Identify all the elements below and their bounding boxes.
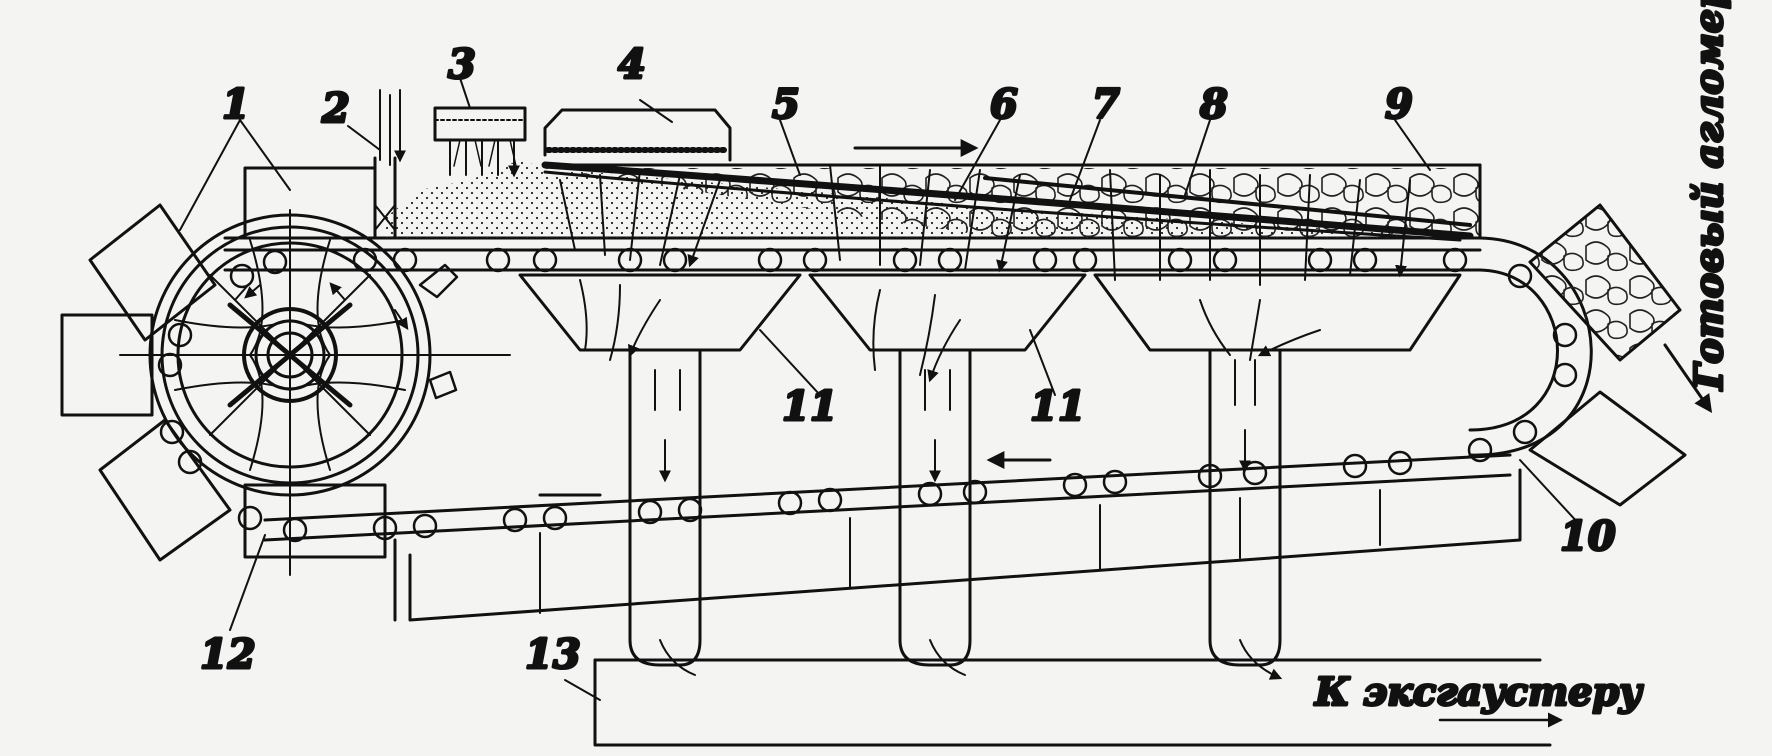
ignition-hood-4 <box>543 108 732 162</box>
label-9: 9 <box>1385 81 1413 128</box>
label-5: 5 <box>772 81 800 128</box>
label-2: 2 <box>321 85 350 132</box>
label-10: 10 <box>1560 513 1616 560</box>
gas-collector-13 <box>593 658 1552 747</box>
label-1: 1 <box>222 81 250 128</box>
label-7: 7 <box>1092 81 1120 128</box>
lower-strand <box>263 455 1522 622</box>
label-11-left: 11 <box>782 383 838 430</box>
drive-sprocket <box>119 209 511 576</box>
vertical-ducts <box>628 348 1280 678</box>
wind-boxes <box>518 273 1462 352</box>
discharge-end <box>1528 203 1713 507</box>
label-4: 4 <box>618 41 646 88</box>
rollers-upper <box>157 247 1578 543</box>
label-8: 8 <box>1199 81 1228 128</box>
label-12: 12 <box>200 631 256 678</box>
label-6: 6 <box>990 81 1018 128</box>
label-13: 13 <box>525 631 581 678</box>
caption-finished-sinter: Готовый агломерат <box>1686 0 1731 391</box>
left-pallets <box>60 203 387 562</box>
burner-3 <box>433 106 527 175</box>
label-11-right: 11 <box>1030 383 1086 430</box>
leader-lines <box>179 77 1581 701</box>
gas-flow-arrows <box>559 164 1410 380</box>
rollers-lower <box>372 450 1413 541</box>
sinter-bed <box>385 160 1482 242</box>
label-3: 3 <box>448 41 476 88</box>
caption-to-exhauster: К эксгаустеру <box>1314 669 1644 714</box>
feed-hopper <box>243 89 400 240</box>
